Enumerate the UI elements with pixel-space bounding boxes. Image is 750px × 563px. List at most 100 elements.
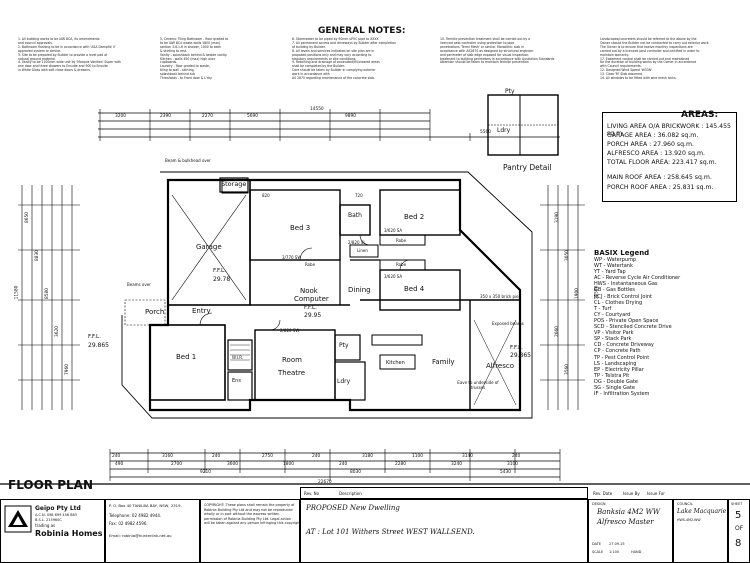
note-line: to be IAW BCA waste-walls 1800 (max) [160,40,221,45]
legend-item: AC - Reverse Cycle Air Conditioner [594,275,681,282]
date-value: 27.09.15 [609,542,625,546]
dim-right: 1900 [574,288,580,299]
dim-right: 3560 [564,364,570,375]
dim-bottom: 9210 [200,470,211,475]
notes-column-2: 5. Ceramic Tiling Bathroom - floor grade… [160,37,228,81]
rev-description: Description [339,491,362,496]
dim-bottom-row2: 3100 [507,462,518,467]
ffl-mid-value: 29.95 [304,312,322,319]
sheet-of: OF [735,525,744,532]
council-name: Lake Macquarie [677,508,727,515]
dim-bottom-row1: 1100 [412,454,423,459]
door-size: 3/620 SA [384,274,403,279]
room-bed2: Bed 2 [404,213,425,221]
sheet-total: 8 [735,538,742,549]
title-block: Geipo Pty Ltd A.C.N. 098 699 456 883 B.S… [0,484,750,563]
ffl-garage-label: F.F.L. [213,268,226,274]
note-line: 9. Retaining and drainage of excavated/f… [292,60,380,65]
copyright-line: will be taken against any person infring… [204,521,302,526]
note-line: tiling to wall - skirting, [160,68,195,73]
dim-top: 9890 [345,114,356,119]
note-line: splashback behind tub [160,72,195,77]
note-line: 12. Designed Wind Speed 'W33N' [600,68,652,73]
note-line: Attention should be taken to maintain te… [440,60,529,65]
wir-label: W.I.R. [232,355,244,360]
sheet-label: SHEET [731,502,743,506]
room-dining: Dining [348,286,371,294]
room-entry: Entry [192,307,211,315]
note-line: with Council requirements. [600,64,642,69]
legend-item: CP - Concrete Path [594,348,641,355]
areas-line: ALFRESCO AREA : 13.920 sq.m. [607,150,705,157]
note-line: 10. Termite prevention treatment shall b… [440,37,531,41]
note-line: 4. Vanity to be 1100mm wide unit by 'Mar… [18,60,122,65]
room-garage: Garage [196,243,222,251]
legend-item: RCJ - Brick Control Joint [594,293,652,300]
robinia-logo-icon [4,505,32,533]
trading-as: trading as [35,523,56,528]
door-size: 3/620 SA [384,228,403,233]
areas-line: TOTAL FLOOR AREA: 223.417 sq.m. [607,159,717,166]
note-line: 14. All windows to be fitted with wire m… [600,76,677,81]
room-storage: Storage [221,180,247,188]
note-line: 7. All permanent access and driveways by… [292,40,396,45]
dim-top-total: 14550 [310,107,324,112]
dim-right-total: 11580 [594,285,600,300]
note-line: 6. Stormwater to be piped by 90mm uPVC p… [292,37,379,41]
design-cell: DESIGN Banksia 4M2 WW Alfresco Master DA… [588,499,673,563]
note-line: Thresholds - to Front door & L'dry. [160,76,213,81]
note-line: carried out by a licenced pest controlle… [600,48,700,53]
dim-left: 8830 [34,250,40,261]
fax: Fax: 02 4982 4596. [109,521,148,526]
dim-bottom-row1: 3140 [462,454,473,459]
design-sub: Alfresco Master [597,518,654,526]
site-address: AT : Lot 101 Withers Street WEST WALLSEN… [306,528,475,536]
legend-item: CD - Concrete Driveway [594,342,654,349]
room-alfresco: Alfresco [486,362,515,370]
legend-item: HWS - Instantaneous Gas [594,281,658,288]
door-size: 3/770 SW [282,255,302,260]
dim-bottom-row1: 240 [212,454,221,459]
dim-bottom: 5430 [500,470,511,475]
room-ens: Ens [232,378,241,384]
note-line: 1. All building works to be IAW BCA, its… [18,37,100,41]
legend-item: TP - Pest Control Point [594,354,650,361]
room-computer: Computer [294,295,329,303]
copyright-line: Robinia Building Pty Ltd and may not be … [204,507,293,512]
note-line: proposed positions only and may vary acc… [292,52,372,57]
note-line: of building by Builder. [292,44,326,49]
copyright-cell: COPYRIGHT: These plans shall remain the … [200,499,302,563]
dim-bottom-row2: 240 [339,462,348,467]
dim-left: 8650 [24,212,30,223]
room-family: Family [432,358,455,366]
areas-box: AREAS: LIVING AREA O/A BRICKWORK : 145.4… [602,110,737,202]
note-line: for the duration of building works by th… [600,60,697,65]
dim-bottom-row2: 490 [115,462,124,467]
dim-bottom-total: 22670 [318,480,332,485]
pantry-detail-title: Pantry Detail [503,163,552,172]
note-line: Care should be taken by Builder in compl… [292,68,376,73]
dim-left: 7960 [64,364,70,375]
note-line: maintain warranty. [600,52,629,57]
beams-over-note: Beams over [127,282,151,287]
legend-item: SP - Stack Park [594,336,632,343]
door-size: 820 [262,193,270,198]
dim-right: 3190 [554,212,560,223]
council-label: COUNCIL [677,502,693,506]
dim-bottom-row1: 240 [112,454,121,459]
note-line: Vanity - splashback behind & beside vani… [160,52,228,57]
ffl-left-value: 29.865 [88,342,109,349]
legend-item: YT - Yard Tap [594,269,626,276]
legend-item: CY - Courtyard [594,311,631,318]
door-size: 2/820 SL [348,240,366,245]
note-line: in White Gloss with soft close doors & d… [18,68,91,73]
pantry-pty-label: Pty [505,88,515,95]
email: Email: robinia@hunterlink.net.au [109,533,172,538]
copyright-line: permission of Robinia Building Pty Ltd. … [204,516,291,521]
legend-title: BASIX Legend [594,249,650,257]
notes-column-3: 6. Stormwater to be piped by 90mm uPVC p… [292,37,396,81]
legend-item: SG - Single Gate [594,384,635,391]
brand-name: Robinia Homes [35,529,103,538]
sheet-cell: SHEET 5 OF 8 [728,499,750,563]
copyright-line: COPYRIGHT: These plans shall remain the … [204,503,295,507]
